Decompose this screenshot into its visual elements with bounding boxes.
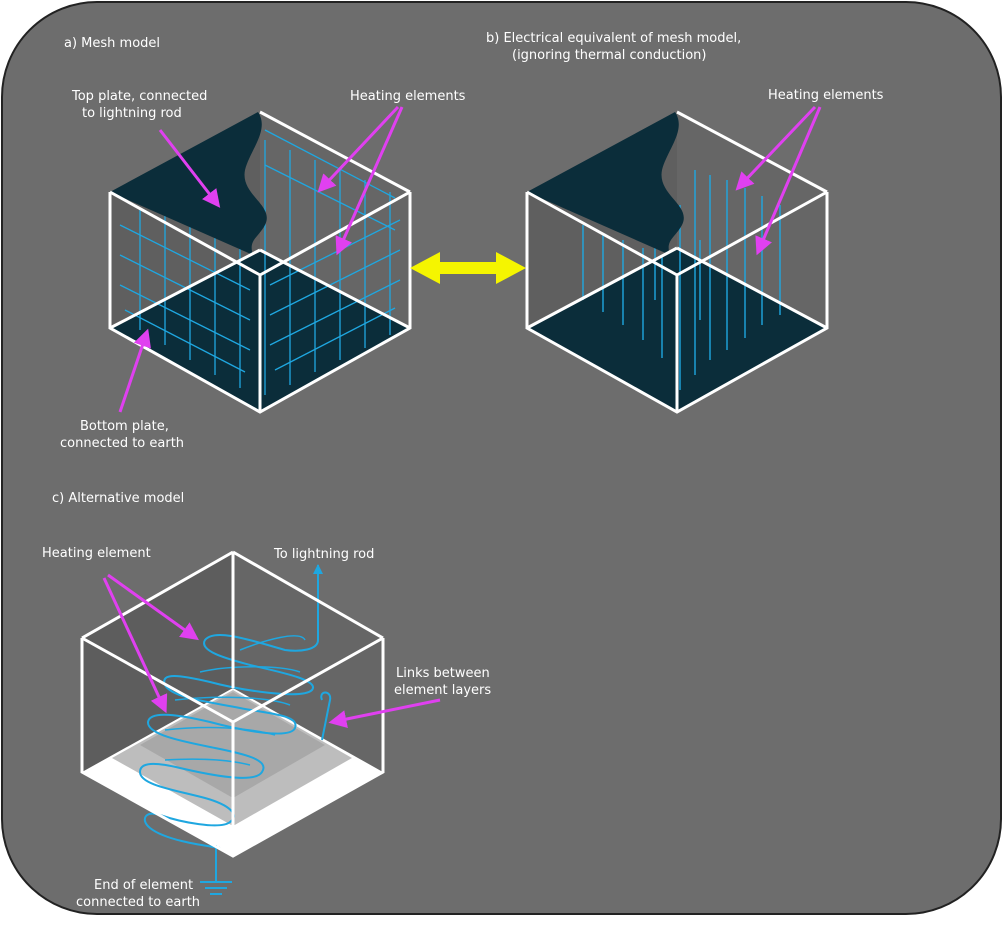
cube-c-edges: [80, 550, 385, 858]
cube-a-top-plate: [110, 112, 267, 255]
cube-b-top-plate: [527, 112, 684, 255]
label-bottom-plate-line2: connected to earth: [60, 436, 184, 451]
panel-b-title-line2: (ignoring thermal conduction): [512, 48, 707, 63]
pointer-arrows: [102, 105, 822, 728]
cube-a-back-right-wall: [260, 112, 410, 328]
label-to-lightning-rod: To lightning rod: [273, 547, 374, 562]
cube-b-edges: [525, 110, 829, 414]
label-end-line2: connected to earth: [76, 895, 200, 910]
cube-b-back-right-wall: [677, 112, 827, 328]
arrow-links: [328, 698, 441, 728]
cube-b: [525, 110, 829, 414]
label-bottom-plate-line1: Bottom plate,: [80, 419, 169, 434]
cube-c: [80, 550, 385, 895]
label-links-line2: element layers: [394, 683, 491, 698]
panel-b-title-line1: b) Electrical equivalent of mesh model,: [486, 31, 741, 46]
panel-c-title: c) Alternative model: [52, 491, 184, 506]
label-top-plate-line2: to lightning rod: [82, 106, 182, 121]
double-arrow: [410, 252, 526, 284]
arrow-heating-c-2: [102, 577, 168, 714]
arrow-heating-a-1: [317, 105, 400, 193]
arrow-heating-b-2: [755, 106, 822, 256]
arrow-top-plate: [158, 129, 221, 208]
cube-c-back-left-wall: [82, 552, 233, 772]
label-heating-element-c: Heating element: [42, 546, 151, 561]
cube-a-edges: [108, 110, 412, 414]
label-heating-elements-b: Heating elements: [768, 88, 884, 103]
arrow-heating-a-2: [335, 106, 404, 256]
label-end-line1: End of element: [94, 878, 193, 893]
label-links-line1: Links between: [396, 666, 490, 681]
arrow-heating-c-1: [107, 573, 199, 641]
label-top-plate-line1: Top plate, connected: [71, 89, 207, 104]
arrow-bottom-plate: [118, 328, 151, 413]
earth-symbol-icon: [200, 845, 232, 895]
arrow-heating-b-1: [735, 105, 817, 191]
cube-c-link-loop: [320, 691, 332, 741]
panel-a-title: a) Mesh model: [64, 36, 160, 51]
label-heating-elements-a: Heating elements: [350, 89, 466, 104]
cube-c-coil-back-loops: [164, 635, 306, 766]
cube-a: [108, 110, 412, 414]
cube-b-vertical-elements: [582, 170, 781, 390]
